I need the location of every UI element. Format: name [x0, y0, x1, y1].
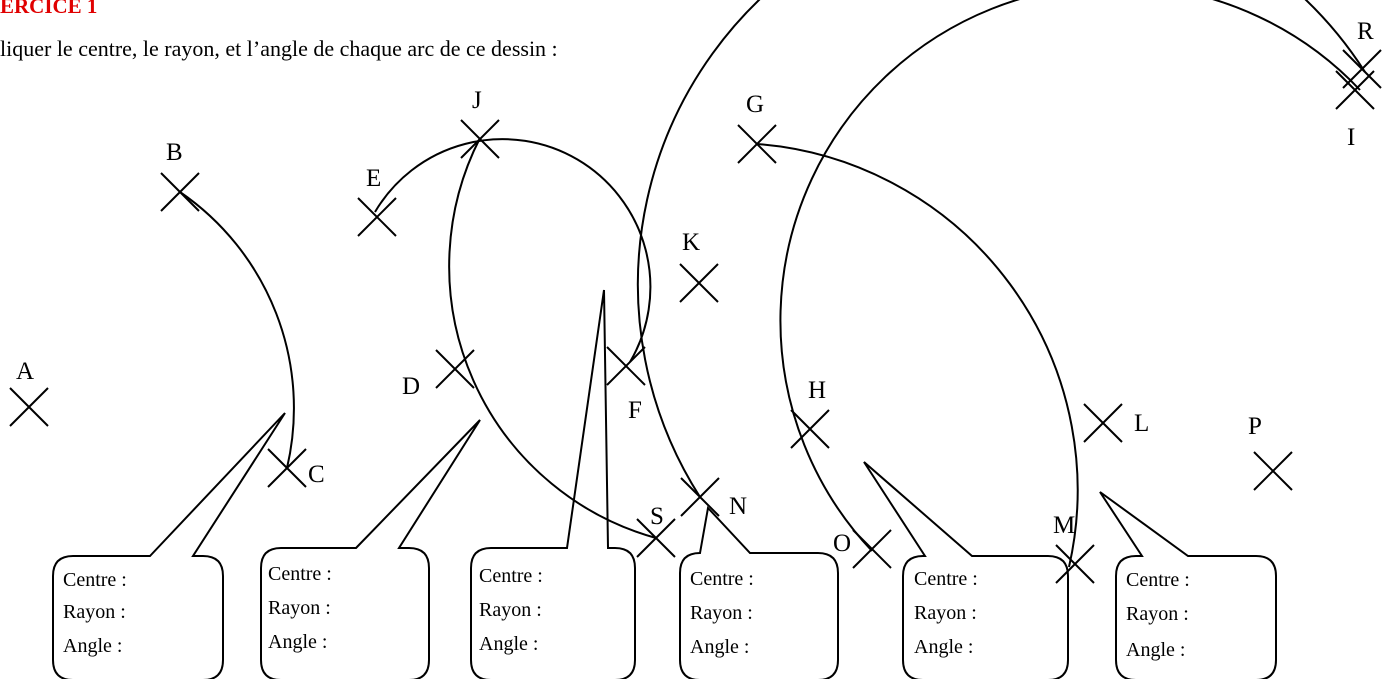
cross-e [357, 197, 397, 237]
callout-3-angle: Angle : [479, 633, 538, 655]
callout-5-rayon: Rayon : [914, 602, 977, 624]
arc-gm [756, 143, 1079, 568]
cross-k [679, 263, 719, 303]
cross-d [435, 349, 475, 389]
exercise-instruction: liquer le centre, le rayon, et l’angle d… [0, 36, 558, 61]
cross-markers [9, 49, 1382, 584]
exercise-title: ERCICE 1 [0, 0, 98, 18]
callout-1-angle: Angle : [63, 635, 122, 657]
label-r: R [1357, 18, 1374, 45]
label-m: M [1053, 512, 1075, 539]
callout-6-angle: Angle : [1126, 639, 1185, 661]
callout-2-angle: Angle : [268, 631, 327, 653]
cross-p [1253, 451, 1293, 491]
cross-f [606, 346, 646, 386]
arc-oi [779, 0, 1361, 552]
callout-1-rayon: Rayon : [63, 601, 126, 623]
callout-box-2: Centre : Rayon : Angle : [260, 419, 481, 679]
arc-js [448, 137, 657, 539]
arc-ef [374, 138, 652, 363]
callout-1-centre: Centre : [63, 569, 127, 591]
arcs [179, 0, 1366, 568]
label-n: N [729, 493, 747, 520]
cross-j [460, 119, 500, 159]
cross-s [636, 518, 676, 558]
callout-3-centre: Centre : [479, 565, 543, 587]
label-e: E [366, 165, 381, 192]
label-o: O [833, 530, 851, 557]
label-s: S [650, 503, 664, 530]
cross-n [680, 477, 720, 517]
callout-box-5: Centre : Rayon : Angle : [863, 461, 1069, 679]
callout-5-angle: Angle : [914, 636, 973, 658]
callout-box-1: Centre : Rayon : Angle : [52, 412, 286, 679]
callout-6-rayon: Rayon : [1126, 603, 1189, 625]
label-j: J [472, 87, 482, 114]
callout-2-rayon: Rayon : [268, 597, 331, 619]
cross-r [1342, 49, 1382, 89]
callout-4-angle: Angle : [690, 636, 749, 658]
callout-5-centre: Centre : [914, 568, 978, 590]
label-p: P [1248, 413, 1262, 440]
label-g: G [746, 91, 764, 118]
label-a: A [16, 358, 34, 385]
label-i: I [1347, 124, 1355, 151]
cross-l [1083, 403, 1123, 443]
label-l: L [1134, 410, 1149, 437]
label-b: B [166, 139, 183, 166]
cross-i [1335, 70, 1375, 110]
callout-box-6: Centre : Rayon : Angle : [1099, 491, 1277, 679]
callout-4-centre: Centre : [690, 568, 754, 590]
label-f: F [628, 397, 642, 424]
point-labels: A B C D E F G H I J K L M N O P R S [16, 18, 1374, 557]
cross-b [160, 172, 200, 212]
callout-box-3: Centre : Rayon : Angle : [470, 289, 636, 679]
cross-h [790, 409, 830, 449]
callout-4-rayon: Rayon : [690, 602, 753, 624]
cross-m [1055, 544, 1095, 584]
label-d: D [402, 373, 420, 400]
cross-o [852, 529, 892, 569]
callout-6-centre: Centre : [1126, 569, 1190, 591]
cross-a [9, 387, 49, 427]
cross-g [737, 124, 777, 164]
callout-box-4: Centre : Rayon : Angle : [679, 505, 839, 679]
label-k: K [682, 229, 700, 256]
callout-3-rayon: Rayon : [479, 599, 542, 621]
label-h: H [808, 377, 826, 404]
label-c: C [308, 461, 325, 488]
cross-c [267, 448, 307, 488]
callout-2-centre: Centre : [268, 563, 332, 585]
arc-bc [179, 191, 295, 469]
arc-nr [636, 0, 1366, 498]
